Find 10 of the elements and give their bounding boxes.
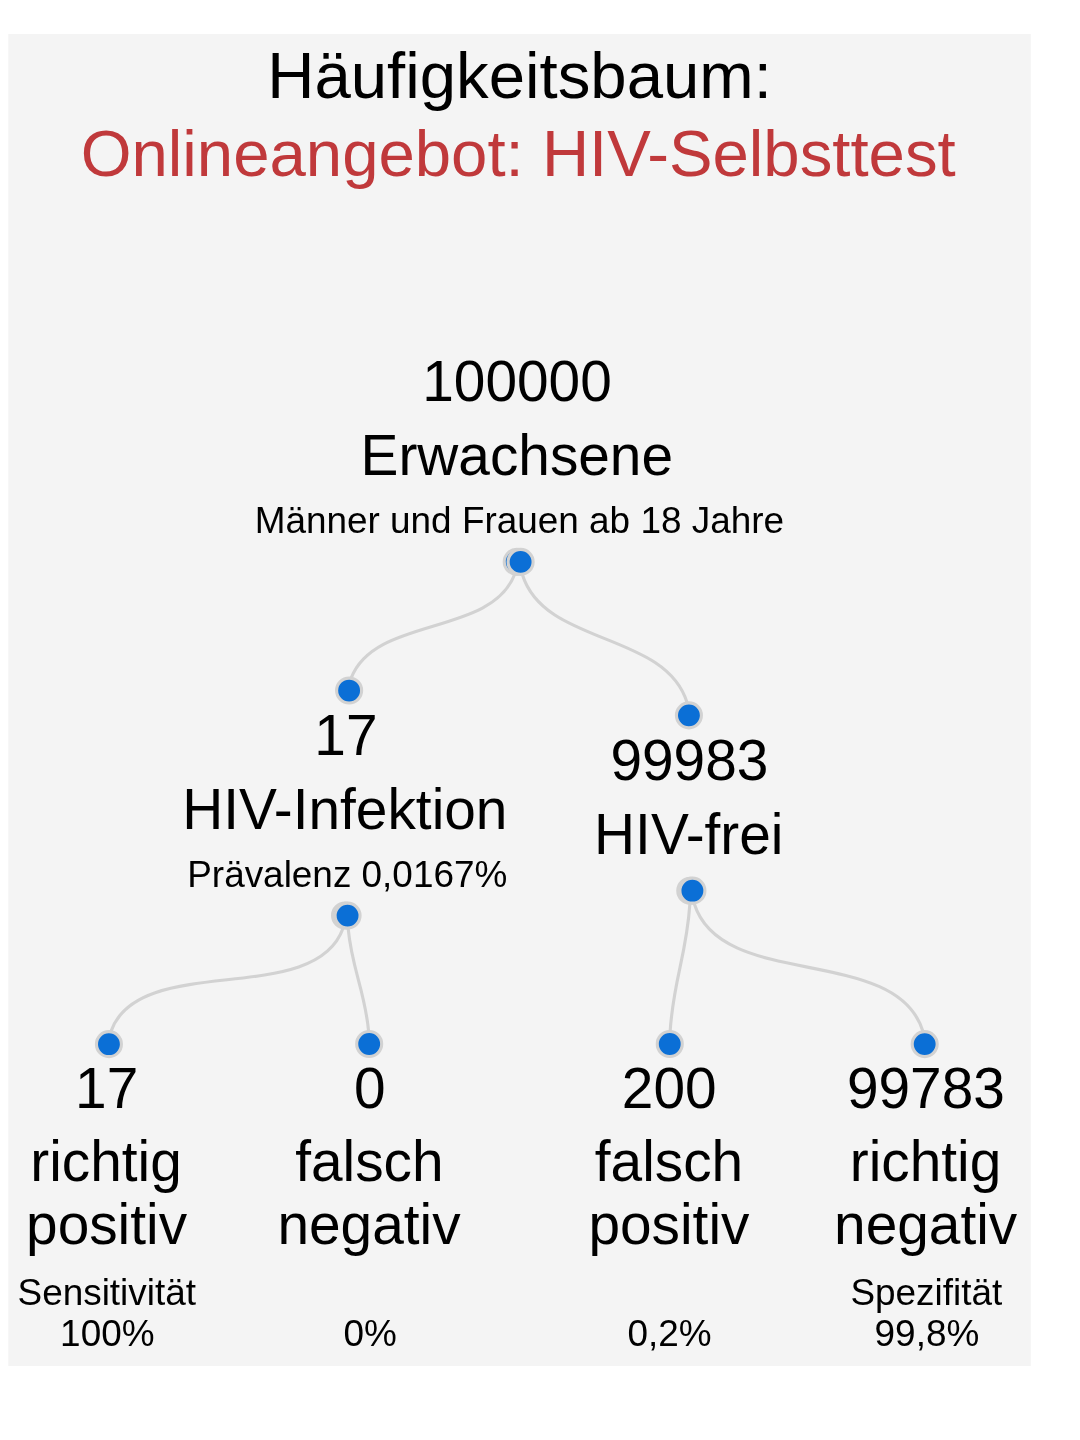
connector xyxy=(506,547,703,729)
node-text: 99783 richtig negativ Spezifität 99,8% xyxy=(834,1056,1018,1354)
node-text: 17 richtig positiv Sensitivität 100% xyxy=(17,1056,196,1354)
label: Onlineangebot: HIV-Selbsttest xyxy=(80,116,956,190)
node-text: 17 HIV-Infektion Prävalenz 0,0167% xyxy=(182,703,508,895)
diagram-title: Häufigkeitsbaum: xyxy=(267,38,772,112)
node-text: 200 falsch positiv 0,2% xyxy=(588,1056,750,1354)
node-text: 100000 Erwachsene Männer und Frauen ab 18 Jahre xyxy=(254,349,785,541)
node-text: 99983 HIV-frei xyxy=(594,728,784,866)
node-text: 0 falsch negativ 0% xyxy=(277,1056,461,1354)
